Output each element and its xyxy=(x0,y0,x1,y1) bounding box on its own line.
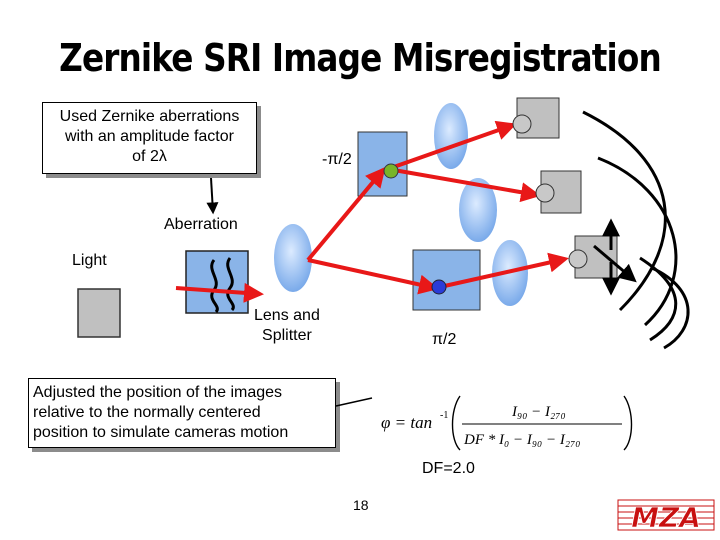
note-pointer-arrow xyxy=(206,177,219,215)
lens-main xyxy=(274,224,312,292)
aberration-label: Aberration xyxy=(164,216,238,233)
formula-right-paren xyxy=(623,395,633,451)
detector-spot xyxy=(512,114,532,134)
page-number: 18 xyxy=(353,497,369,513)
lens-upper xyxy=(434,103,468,169)
note-line: Used Zernike aberrations xyxy=(59,108,240,125)
camera-curve xyxy=(651,266,690,350)
note-line: with an amplitude factor xyxy=(65,128,234,145)
lens-middle xyxy=(459,178,497,242)
detector-spot xyxy=(535,183,555,203)
formula-pointer xyxy=(335,397,373,407)
motion-arrow-diagonal xyxy=(593,244,637,283)
blue-focus-spot xyxy=(431,279,447,295)
beam xyxy=(439,252,569,289)
note-line: relative to the normally centered xyxy=(33,404,261,421)
beam xyxy=(175,282,264,303)
green-focus-spot xyxy=(383,163,399,179)
camera-curve xyxy=(582,110,667,312)
pos-phase-label: π/2 xyxy=(432,331,457,348)
detector-spot xyxy=(568,249,588,269)
formula-lhs: φ = tan xyxy=(381,413,432,432)
slide-title: Zernike SRI Image Misregistration xyxy=(59,36,662,80)
logo-text: MZA xyxy=(631,501,701,534)
beam xyxy=(387,167,541,203)
formula-numerator: I₉₀ − I₂₇₀ xyxy=(511,404,566,420)
motion-note: Adjusted the position of the images rela… xyxy=(28,378,336,448)
formula-denominator: DF * I₀ − I₉₀ − I₂₇₀ xyxy=(463,432,581,448)
note-line: of 2λ xyxy=(132,148,167,165)
formula-left-paren xyxy=(451,395,461,451)
light-label: Light xyxy=(72,252,107,269)
mza-logo: MZA xyxy=(617,499,715,534)
aberration-wave xyxy=(226,257,235,312)
lens-label-line: Lens and xyxy=(254,307,320,324)
lens-label-line: Splitter xyxy=(262,327,312,344)
formula-exp: -1 xyxy=(440,410,448,421)
light-source-square xyxy=(77,288,121,338)
beam xyxy=(307,258,439,295)
note-line: position to simulate cameras motion xyxy=(33,424,289,441)
note-line: Adjusted the position of the images xyxy=(33,384,283,401)
beam xyxy=(387,120,517,171)
lens-splitter-label: Lens and Splitter xyxy=(254,306,320,346)
aberration-note: Used Zernike aberrations with an amplitu… xyxy=(42,102,257,174)
phase-formula: φ = tan -1 I₉₀ − I₂₇₀ DF * I₀ − I₉₀ − I₂… xyxy=(381,395,633,451)
df-label: DF=2.0 xyxy=(422,460,475,477)
camera-curve xyxy=(597,156,678,327)
neg-phase-label: -π/2 xyxy=(322,151,352,168)
beam xyxy=(306,166,386,262)
